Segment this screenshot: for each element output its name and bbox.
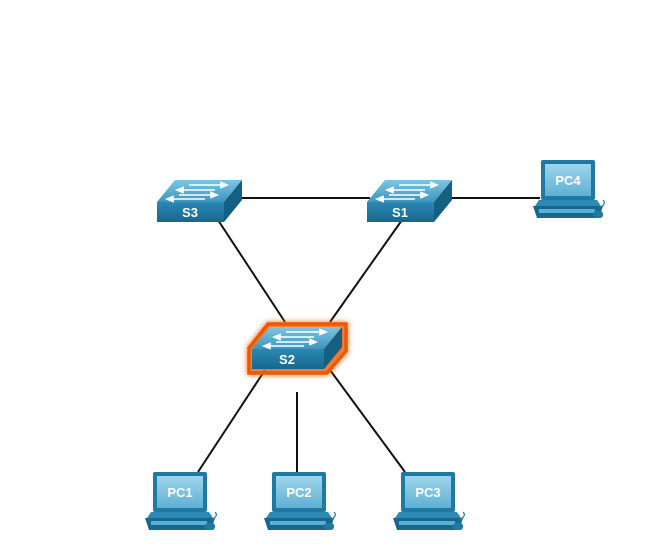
pc-pc1[interactable]: PC1 [145,472,217,530]
link-s3-s2 [217,219,286,323]
pc-pc2[interactable]: PC2 [264,472,336,530]
computer-icon [393,472,465,530]
switch-arrows-icon [374,181,440,203]
pc-label: PC4 [555,173,581,188]
switch-s1[interactable]: S1 [367,180,452,222]
switch-s3[interactable]: S3 [157,180,242,222]
pc-label: PC3 [415,485,440,500]
switch-arrows-icon [164,181,230,203]
computer-icon [533,160,605,218]
pc-label: PC1 [167,485,192,500]
pc-label: PC2 [286,485,311,500]
links [197,197,540,473]
link-s1-s2 [329,219,403,323]
link-s2-pc3 [329,369,406,473]
computer-icon [264,472,336,530]
pc-pc3[interactable]: PC3 [393,472,465,530]
switch-s2[interactable]: S2 [247,322,348,375]
link-s2-pc1 [197,369,266,473]
switch-label: S1 [392,205,408,220]
switch-label: S3 [182,205,198,220]
switch-arrows-icon [261,328,329,350]
switch-label: S2 [279,352,295,367]
pc-pc4[interactable]: PC4 [533,160,605,218]
computer-icon [145,472,217,530]
